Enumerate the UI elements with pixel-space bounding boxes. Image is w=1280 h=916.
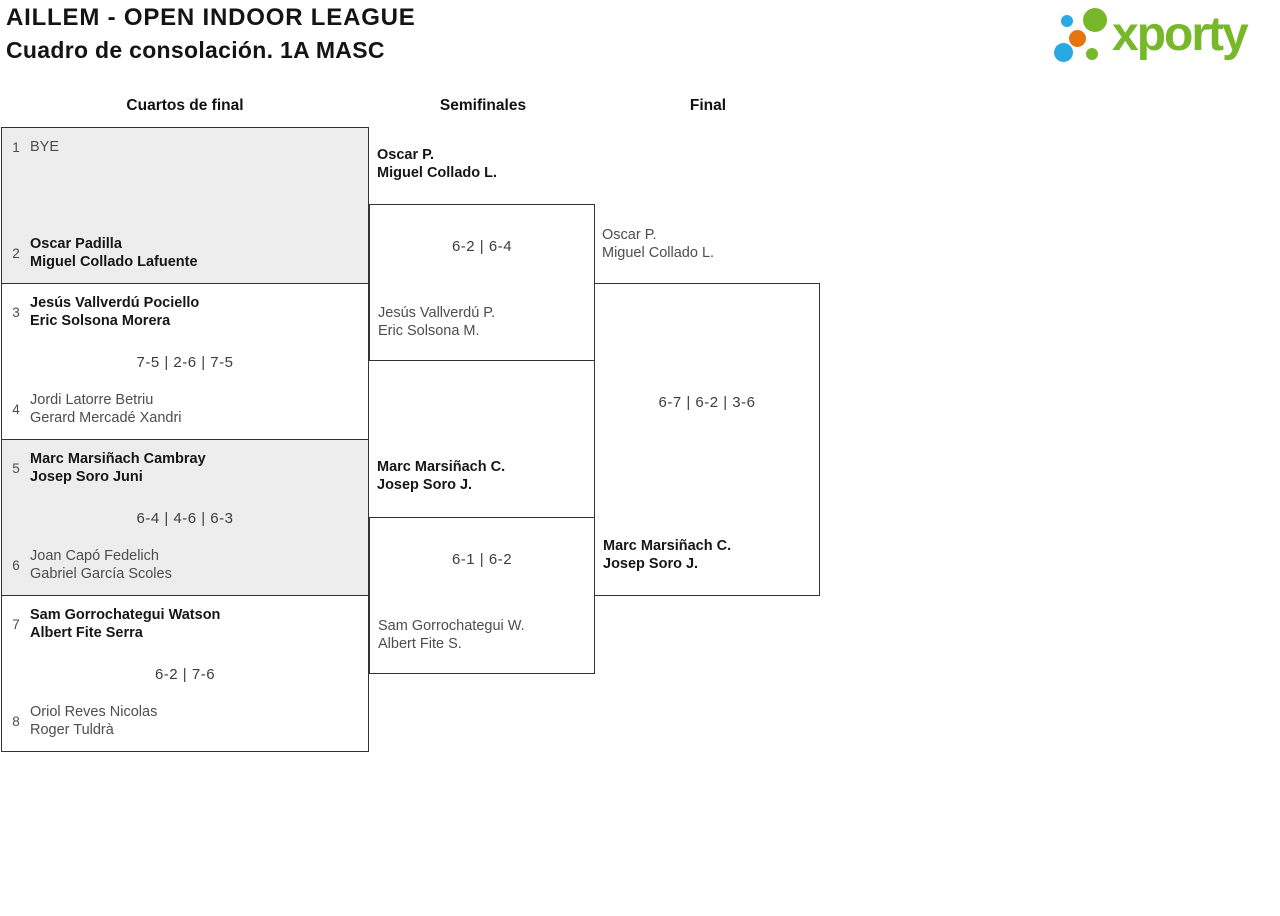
team-names: BYE xyxy=(30,139,60,155)
qf2-slot-bottom: 4 Jordi Latorre Betriu Gerard Mercadé Xa… xyxy=(2,391,368,427)
xporty-logo[interactable]: xporty xyxy=(1048,5,1276,75)
qf1-slot-top: 1 BYE xyxy=(2,138,368,156)
match-quarterfinal-1: 1 BYE 2 Oscar Padilla Miguel Collado Laf… xyxy=(1,127,369,284)
seed-number: 2 xyxy=(12,245,20,261)
qf2-slot-top: 3 Jesús Vallverdú Pociello Eric Solsona … xyxy=(2,294,368,330)
match-quarterfinal-2: 3 Jesús Vallverdú Pociello Eric Solsona … xyxy=(1,283,369,440)
page-title: AILLEM - OPEN INDOOR LEAGUE xyxy=(6,4,416,31)
team-names: Jordi Latorre Betriu Gerard Mercadé Xand… xyxy=(30,392,182,426)
match-quarterfinal-4: 7 Sam Gorrochategui Watson Albert Fite S… xyxy=(1,595,369,752)
match-score: 6-7 | 6-2 | 3-6 xyxy=(658,394,756,411)
match-score: 6-2 | 7-6 xyxy=(154,666,216,683)
logo-wordmark: xporty xyxy=(1112,8,1249,61)
match-score: 6-4 | 4-6 | 6-3 xyxy=(136,510,234,527)
seed-number: 7 xyxy=(12,616,20,632)
round-header-semifinales: Semifinales xyxy=(439,97,527,114)
team-names: Joan Capó Fedelich Gabriel García Scoles xyxy=(30,548,172,582)
logo-dot-blue-small-icon xyxy=(1061,15,1073,27)
match-score: 6-1 | 6-2 xyxy=(451,551,513,568)
team-names: Jesús Vallverdú Pociello Eric Solsona Mo… xyxy=(30,295,200,329)
team-names: Oriol Reves Nicolas Roger Tuldrà xyxy=(30,704,158,738)
match-final: 6-7 | 6-2 | 3-6 Marc Marsiñach C. Josep … xyxy=(594,283,820,596)
team-names: Sam Gorrochategui Watson Albert Fite Ser… xyxy=(30,607,221,641)
match-score: 7-5 | 2-6 | 7-5 xyxy=(136,354,234,371)
seed-number: 8 xyxy=(12,713,20,729)
qf4-slot-bottom: 8 Oriol Reves Nicolas Roger Tuldrà xyxy=(2,703,368,739)
match-semifinal-2: 6-1 | 6-2 Sam Gorrochategui W. Albert Fi… xyxy=(369,517,595,674)
sf2-team-top: Marc Marsiñach C. Josep Soro J. xyxy=(377,459,506,493)
logo-dot-green-small-icon xyxy=(1086,48,1098,60)
page-subtitle: Cuadro de consolación. 1A MASC xyxy=(6,37,385,63)
final-team-bottom-champion: Marc Marsiñach C. Josep Soro J. xyxy=(603,538,732,572)
seed-number: 6 xyxy=(12,557,20,573)
team-names: Oscar Padilla Miguel Collado Lafuente xyxy=(30,236,198,270)
seed-number: 4 xyxy=(12,401,20,417)
sf2-team-bottom: Sam Gorrochategui W. Albert Fite S. xyxy=(378,618,525,652)
match-score: 6-2 | 6-4 xyxy=(451,238,513,255)
sf1-team-bottom: Jesús Vallverdú P. Eric Solsona M. xyxy=(378,305,496,339)
round-header-final: Final xyxy=(689,97,727,114)
logo-dot-orange-icon xyxy=(1069,30,1086,47)
sf1-team-top: Oscar P. Miguel Collado L. xyxy=(377,147,498,181)
round-header-cuartos: Cuartos de final xyxy=(126,97,244,114)
logo-dot-green-large-icon xyxy=(1083,8,1107,32)
seed-number: 3 xyxy=(12,304,20,320)
qf3-slot-top: 5 Marc Marsiñach Cambray Josep Soro Juni xyxy=(2,450,368,486)
match-semifinal-1: 6-2 | 6-4 Jesús Vallverdú P. Eric Solson… xyxy=(369,204,595,361)
seed-number: 1 xyxy=(12,139,20,155)
team-names: Marc Marsiñach Cambray Josep Soro Juni xyxy=(30,451,206,485)
qf4-slot-top: 7 Sam Gorrochategui Watson Albert Fite S… xyxy=(2,606,368,642)
logo-dot-blue-large-icon xyxy=(1054,43,1073,62)
qf3-slot-bottom: 6 Joan Capó Fedelich Gabriel García Scol… xyxy=(2,547,368,583)
final-team-top: Oscar P. Miguel Collado L. xyxy=(602,227,715,261)
match-quarterfinal-3: 5 Marc Marsiñach Cambray Josep Soro Juni… xyxy=(1,439,369,596)
seed-number: 5 xyxy=(12,460,20,476)
qf1-slot-bottom: 2 Oscar Padilla Miguel Collado Lafuente xyxy=(2,235,368,271)
